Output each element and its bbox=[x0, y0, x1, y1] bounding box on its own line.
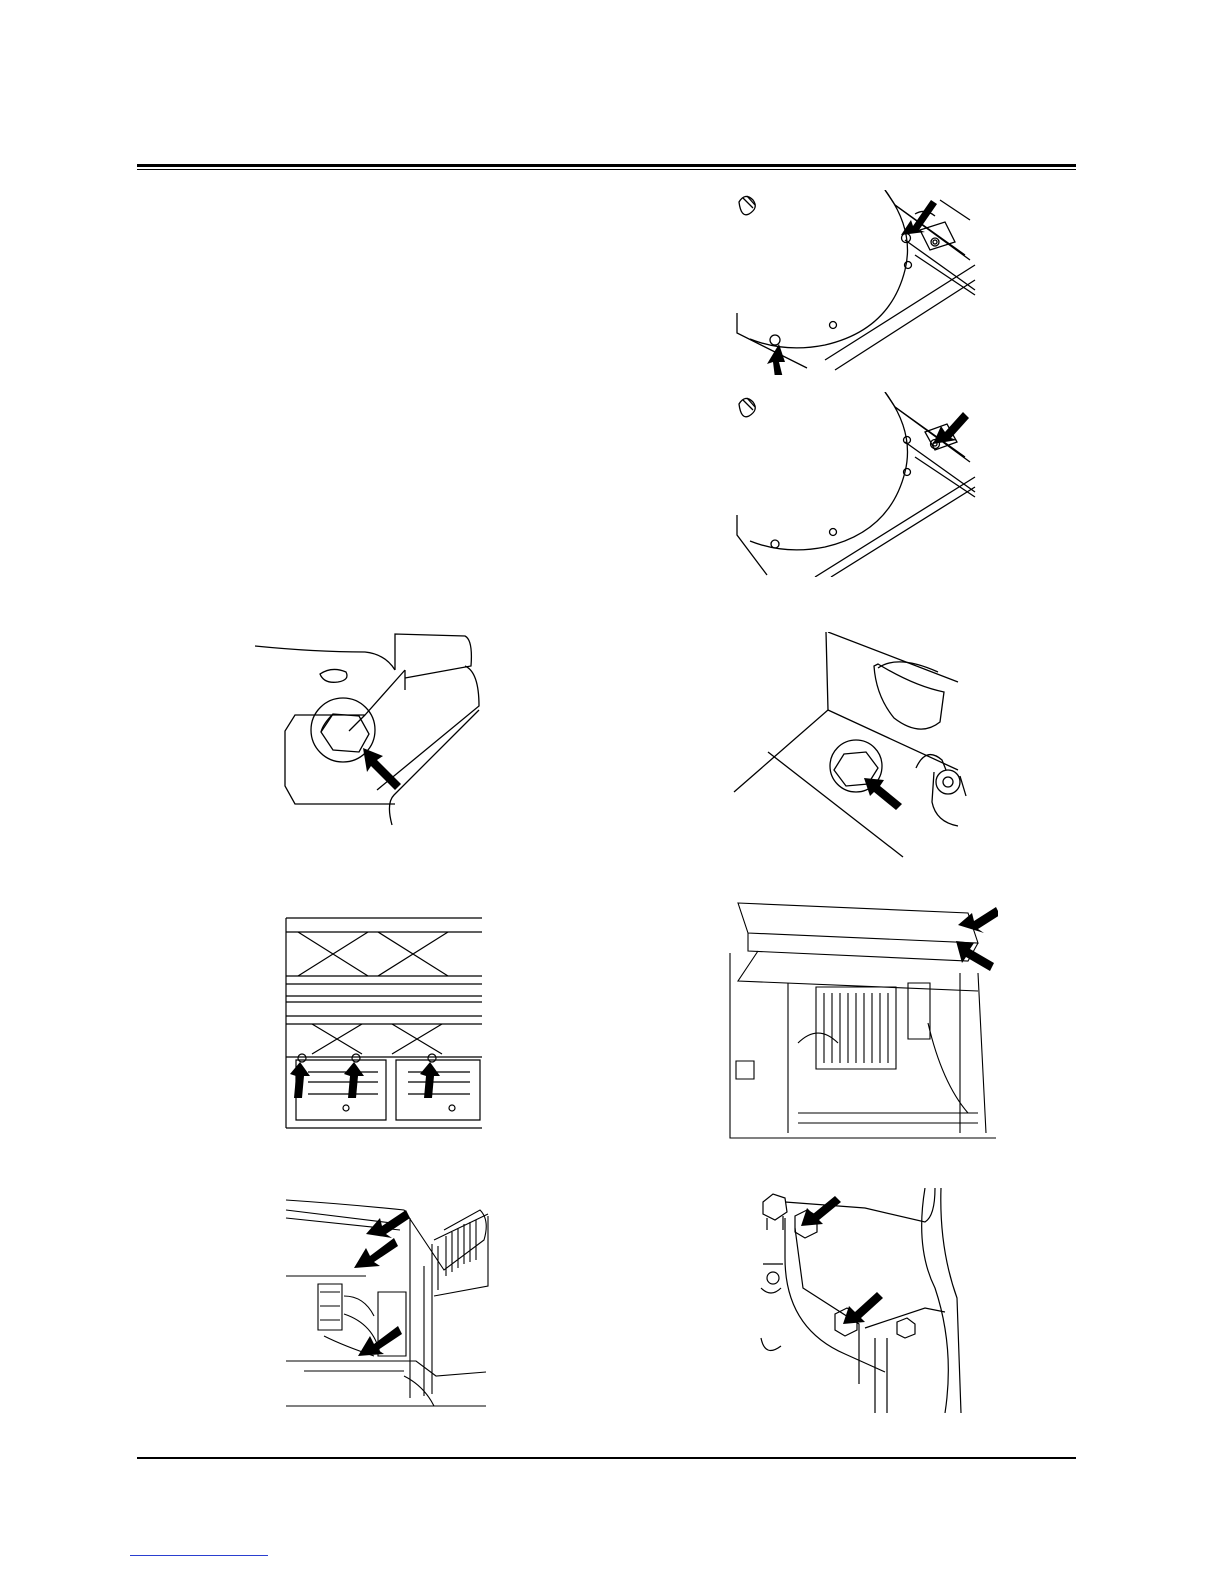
figure-frame-bolts-two-arrows bbox=[735, 190, 980, 375]
footer-rule bbox=[137, 1457, 1076, 1459]
footer-link-underline[interactable] bbox=[130, 1555, 268, 1556]
figure-interior-wiring bbox=[284, 1196, 489, 1408]
figure-radiator-top-bolts bbox=[728, 893, 998, 1143]
figure-bracket-bolts bbox=[755, 1188, 965, 1413]
header-rule-thin bbox=[137, 169, 1076, 170]
figure-hex-bolt-left bbox=[255, 630, 485, 830]
figure-panel-three-bolts bbox=[282, 912, 482, 1130]
figure-hex-bolt-right bbox=[728, 632, 968, 860]
header-rule-thick bbox=[137, 164, 1076, 167]
figure-frame-bolt-single-arrow bbox=[735, 392, 980, 577]
